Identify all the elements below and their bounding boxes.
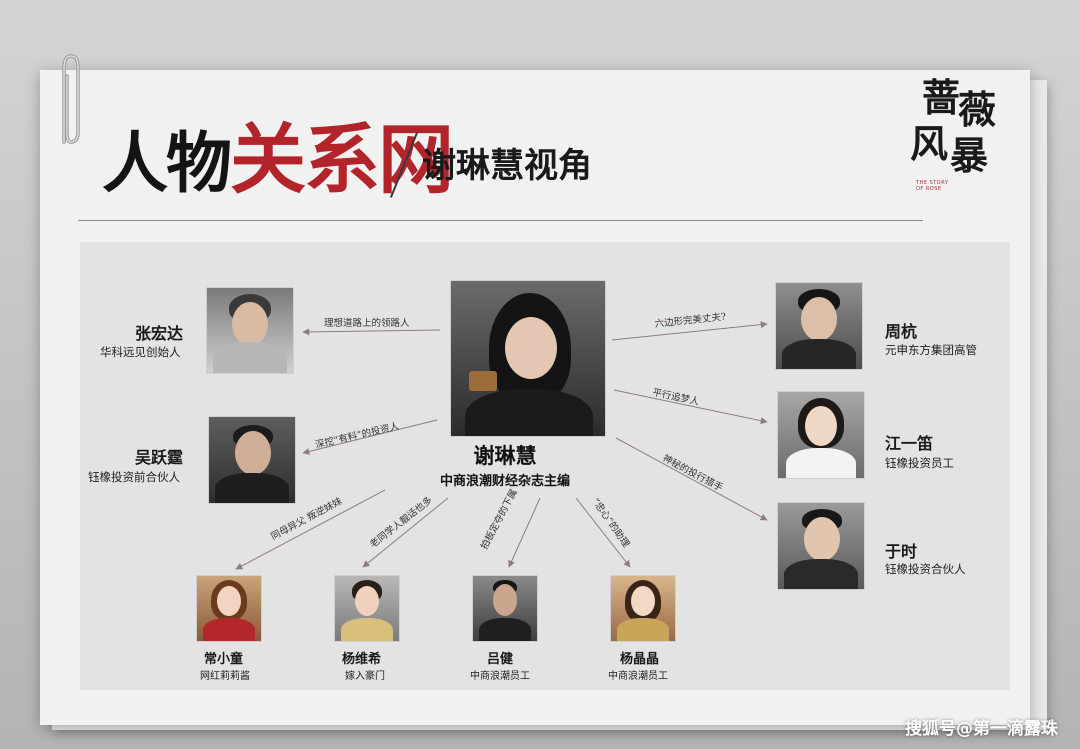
tea-cup: [469, 371, 497, 391]
role-yang-weixi: 嫁入豪门: [345, 671, 385, 682]
role-jiang-yidi: 钰橡投资员工: [885, 456, 954, 470]
photo-face: [801, 297, 837, 341]
name-zhou-hang: 周杭: [885, 322, 918, 341]
photo-face: [631, 586, 655, 616]
logo-english-text: THE STORY OF ROSE: [916, 180, 949, 192]
name-yang-weixi: 杨维希: [342, 652, 382, 667]
relationship-poster: 人物关系网 谢琳慧视角 蔷 薇 风 暴 THE STORY OF ROSE 理想…: [40, 70, 1030, 725]
photo-body: [786, 448, 856, 478]
page-title: 人物关系网: [102, 100, 454, 220]
center-name: 谢琳慧: [473, 443, 537, 468]
photo-zhou-hang: [775, 282, 863, 370]
role-lv-jian: 中商浪潮员工: [470, 671, 530, 682]
photo-body: [617, 618, 669, 641]
role-yang-jingjing: 中商浪潮员工: [608, 671, 668, 682]
photo-face: [355, 586, 379, 616]
link-zhou-hang: [611, 321, 768, 341]
center-role: 中商浪潮财经杂志主编: [439, 474, 570, 489]
header-divider-line: [78, 220, 923, 221]
title-part-red: 关系网: [230, 115, 454, 204]
photo-body: [465, 389, 593, 436]
photo-body: [215, 473, 289, 503]
logo-char: 风: [910, 121, 949, 166]
name-yu-shi: 于时: [885, 542, 918, 561]
title-part-black: 人物: [102, 124, 232, 202]
link-zhang-hongda: [302, 328, 441, 336]
photo-wu-yueting: [208, 416, 296, 504]
link-wu-yueting: [302, 419, 438, 455]
relation-label-zhang-hongda: 理想道路上的领路人: [324, 317, 410, 329]
photo-body: [213, 342, 287, 373]
photo-body: [784, 559, 858, 589]
name-chang-xiaotong: 常小童: [204, 652, 244, 667]
photo-face: [235, 431, 271, 475]
paperclip-icon: [62, 54, 80, 144]
name-wu-yueting: 吴跃霆: [135, 448, 184, 467]
photo-zhang-hongda: [206, 287, 294, 374]
logo-char: 暴: [950, 133, 989, 178]
name-jiang-yidi: 江一笛: [885, 434, 934, 453]
photo-face: [232, 302, 268, 346]
photo-body: [479, 618, 531, 641]
role-yu-shi: 钰橡投资合伙人: [885, 562, 966, 576]
relationship-links: 理想道路上的领路人 深挖“有料”的投资人 六边形完美丈夫? 平行追梦人 神秘的投…: [235, 311, 768, 570]
name-yang-jingjing: 杨晶晶: [620, 652, 660, 667]
source-watermark: 搜狐号@第一滴露珠: [905, 719, 1058, 739]
photo-body: [341, 618, 393, 641]
relation-label-yu-shi: 神秘的投行猎手: [661, 452, 726, 494]
link-lv-jian: [508, 497, 541, 568]
photo-face: [804, 517, 840, 561]
photo-body: [782, 339, 856, 369]
drama-logo: 蔷 薇 风 暴 THE STORY OF ROSE: [906, 78, 1006, 208]
logo-char: 薇: [958, 87, 997, 132]
photo-face: [493, 584, 517, 616]
photo-chang-xiaotong: [196, 575, 262, 642]
relation-label-wu-yueting: 深挖“有料”的投资人: [314, 420, 401, 451]
photo-face: [217, 586, 241, 616]
logo-char: 蔷: [922, 75, 961, 120]
photo-yang-jingjing: [610, 575, 676, 642]
link-yu-shi: [615, 437, 768, 521]
name-zhang-hongda: 张宏达: [135, 324, 184, 343]
center-photo: [450, 280, 606, 437]
relation-label-jiang-yidi: 平行追梦人: [651, 386, 700, 408]
poster-header: 人物关系网 谢琳慧视角 蔷 薇 风 暴 THE STORY OF ROSE: [40, 70, 1030, 230]
photo-yu-shi: [777, 502, 865, 590]
link-yang-weixi: [362, 497, 449, 568]
name-lv-jian: 吕健: [487, 652, 514, 667]
link-chang-xiaotong: [235, 489, 386, 570]
relation-label-lv-jian: 拍板定夺的下属: [478, 487, 520, 551]
relation-label-yang-weixi: 老同学人靓话也多: [367, 494, 434, 550]
link-yang-jingjing: [575, 497, 631, 568]
photo-face: [805, 406, 837, 446]
photo-face: [505, 317, 557, 379]
relation-label-zhou-hang: 六边形完美丈夫?: [654, 311, 726, 330]
role-chang-xiaotong: 网红莉莉酱: [200, 671, 250, 682]
link-jiang-yidi: [613, 389, 768, 425]
photo-jiang-yidi: [777, 391, 865, 479]
role-wu-yueting: 钰橡投资前合伙人: [88, 470, 180, 484]
photo-lv-jian: [472, 575, 538, 642]
photo-yang-weixi: [334, 575, 400, 642]
photo-body: [203, 618, 255, 641]
role-zhang-hongda: 华科远见创始人: [100, 345, 181, 359]
page-subtitle: 谢琳慧视角: [422, 146, 592, 186]
role-zhou-hang: 元申东方集团高管: [885, 343, 977, 357]
